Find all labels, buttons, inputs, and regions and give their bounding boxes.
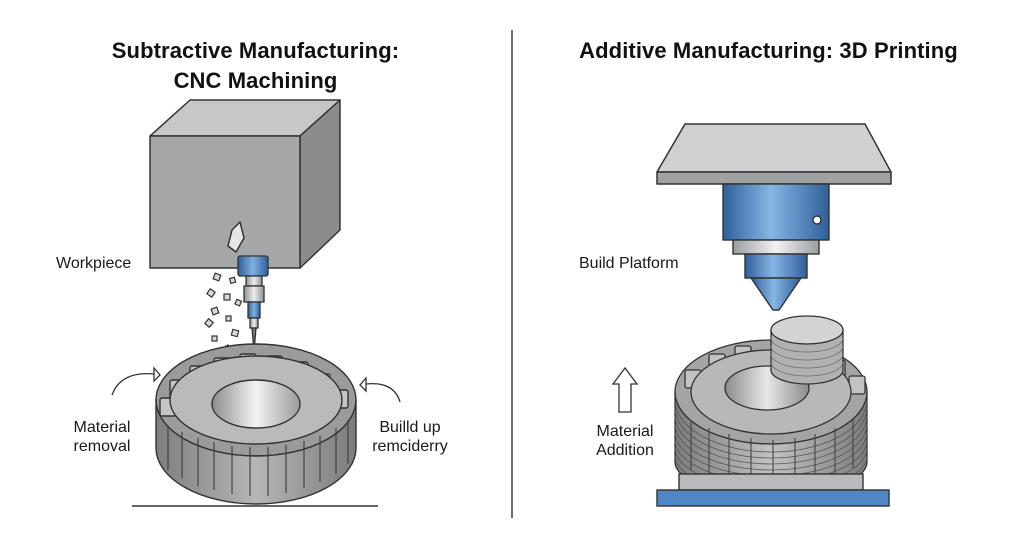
cnc-spindle-tool xyxy=(237,255,269,353)
build-up-line2: remciderry xyxy=(372,438,448,455)
3d-printing-illustration xyxy=(611,123,892,507)
build-up-label: Builld up remciderry xyxy=(360,418,460,456)
material-removal-label: Material removal xyxy=(62,418,142,456)
additive-title: Additive Manufacturing: 3D Printing xyxy=(579,38,958,63)
curved-arrow-right xyxy=(359,376,401,403)
print-head-nozzle xyxy=(722,183,830,311)
panel-divider xyxy=(511,30,513,518)
workpiece-label: Workpiece xyxy=(56,255,132,272)
workpiece-block xyxy=(149,99,341,269)
build-platform-label: Build Platform xyxy=(579,255,679,272)
subtractive-title-line1: Subtractive Manufacturing: xyxy=(111,38,400,63)
material-addition-label: Material Addition xyxy=(585,422,665,460)
build-up-line1: Builld up xyxy=(379,419,441,436)
printed-gear xyxy=(674,315,868,497)
subtractive-title: Subtractive Manufacturing: CNC Machining xyxy=(0,36,511,96)
cnc-machining-illustration xyxy=(111,99,401,507)
up-arrow-icon xyxy=(611,366,639,413)
curved-arrow-left xyxy=(111,366,161,396)
subtractive-panel: Subtractive Manufacturing: CNC Machining… xyxy=(0,0,511,553)
additive-panel: Additive Manufacturing: 3D Printing Buil… xyxy=(513,0,1024,553)
printer-top-plate xyxy=(656,123,892,185)
material-removal-line1: Material xyxy=(73,419,131,436)
material-addition-line2: Addition xyxy=(596,442,654,459)
gear-workpart-left xyxy=(155,343,357,505)
material-addition-line1: Material xyxy=(596,423,654,440)
subtractive-title-line2: CNC Machining xyxy=(173,68,338,93)
build-plate xyxy=(656,473,890,507)
material-removal-line2: removal xyxy=(73,438,131,455)
